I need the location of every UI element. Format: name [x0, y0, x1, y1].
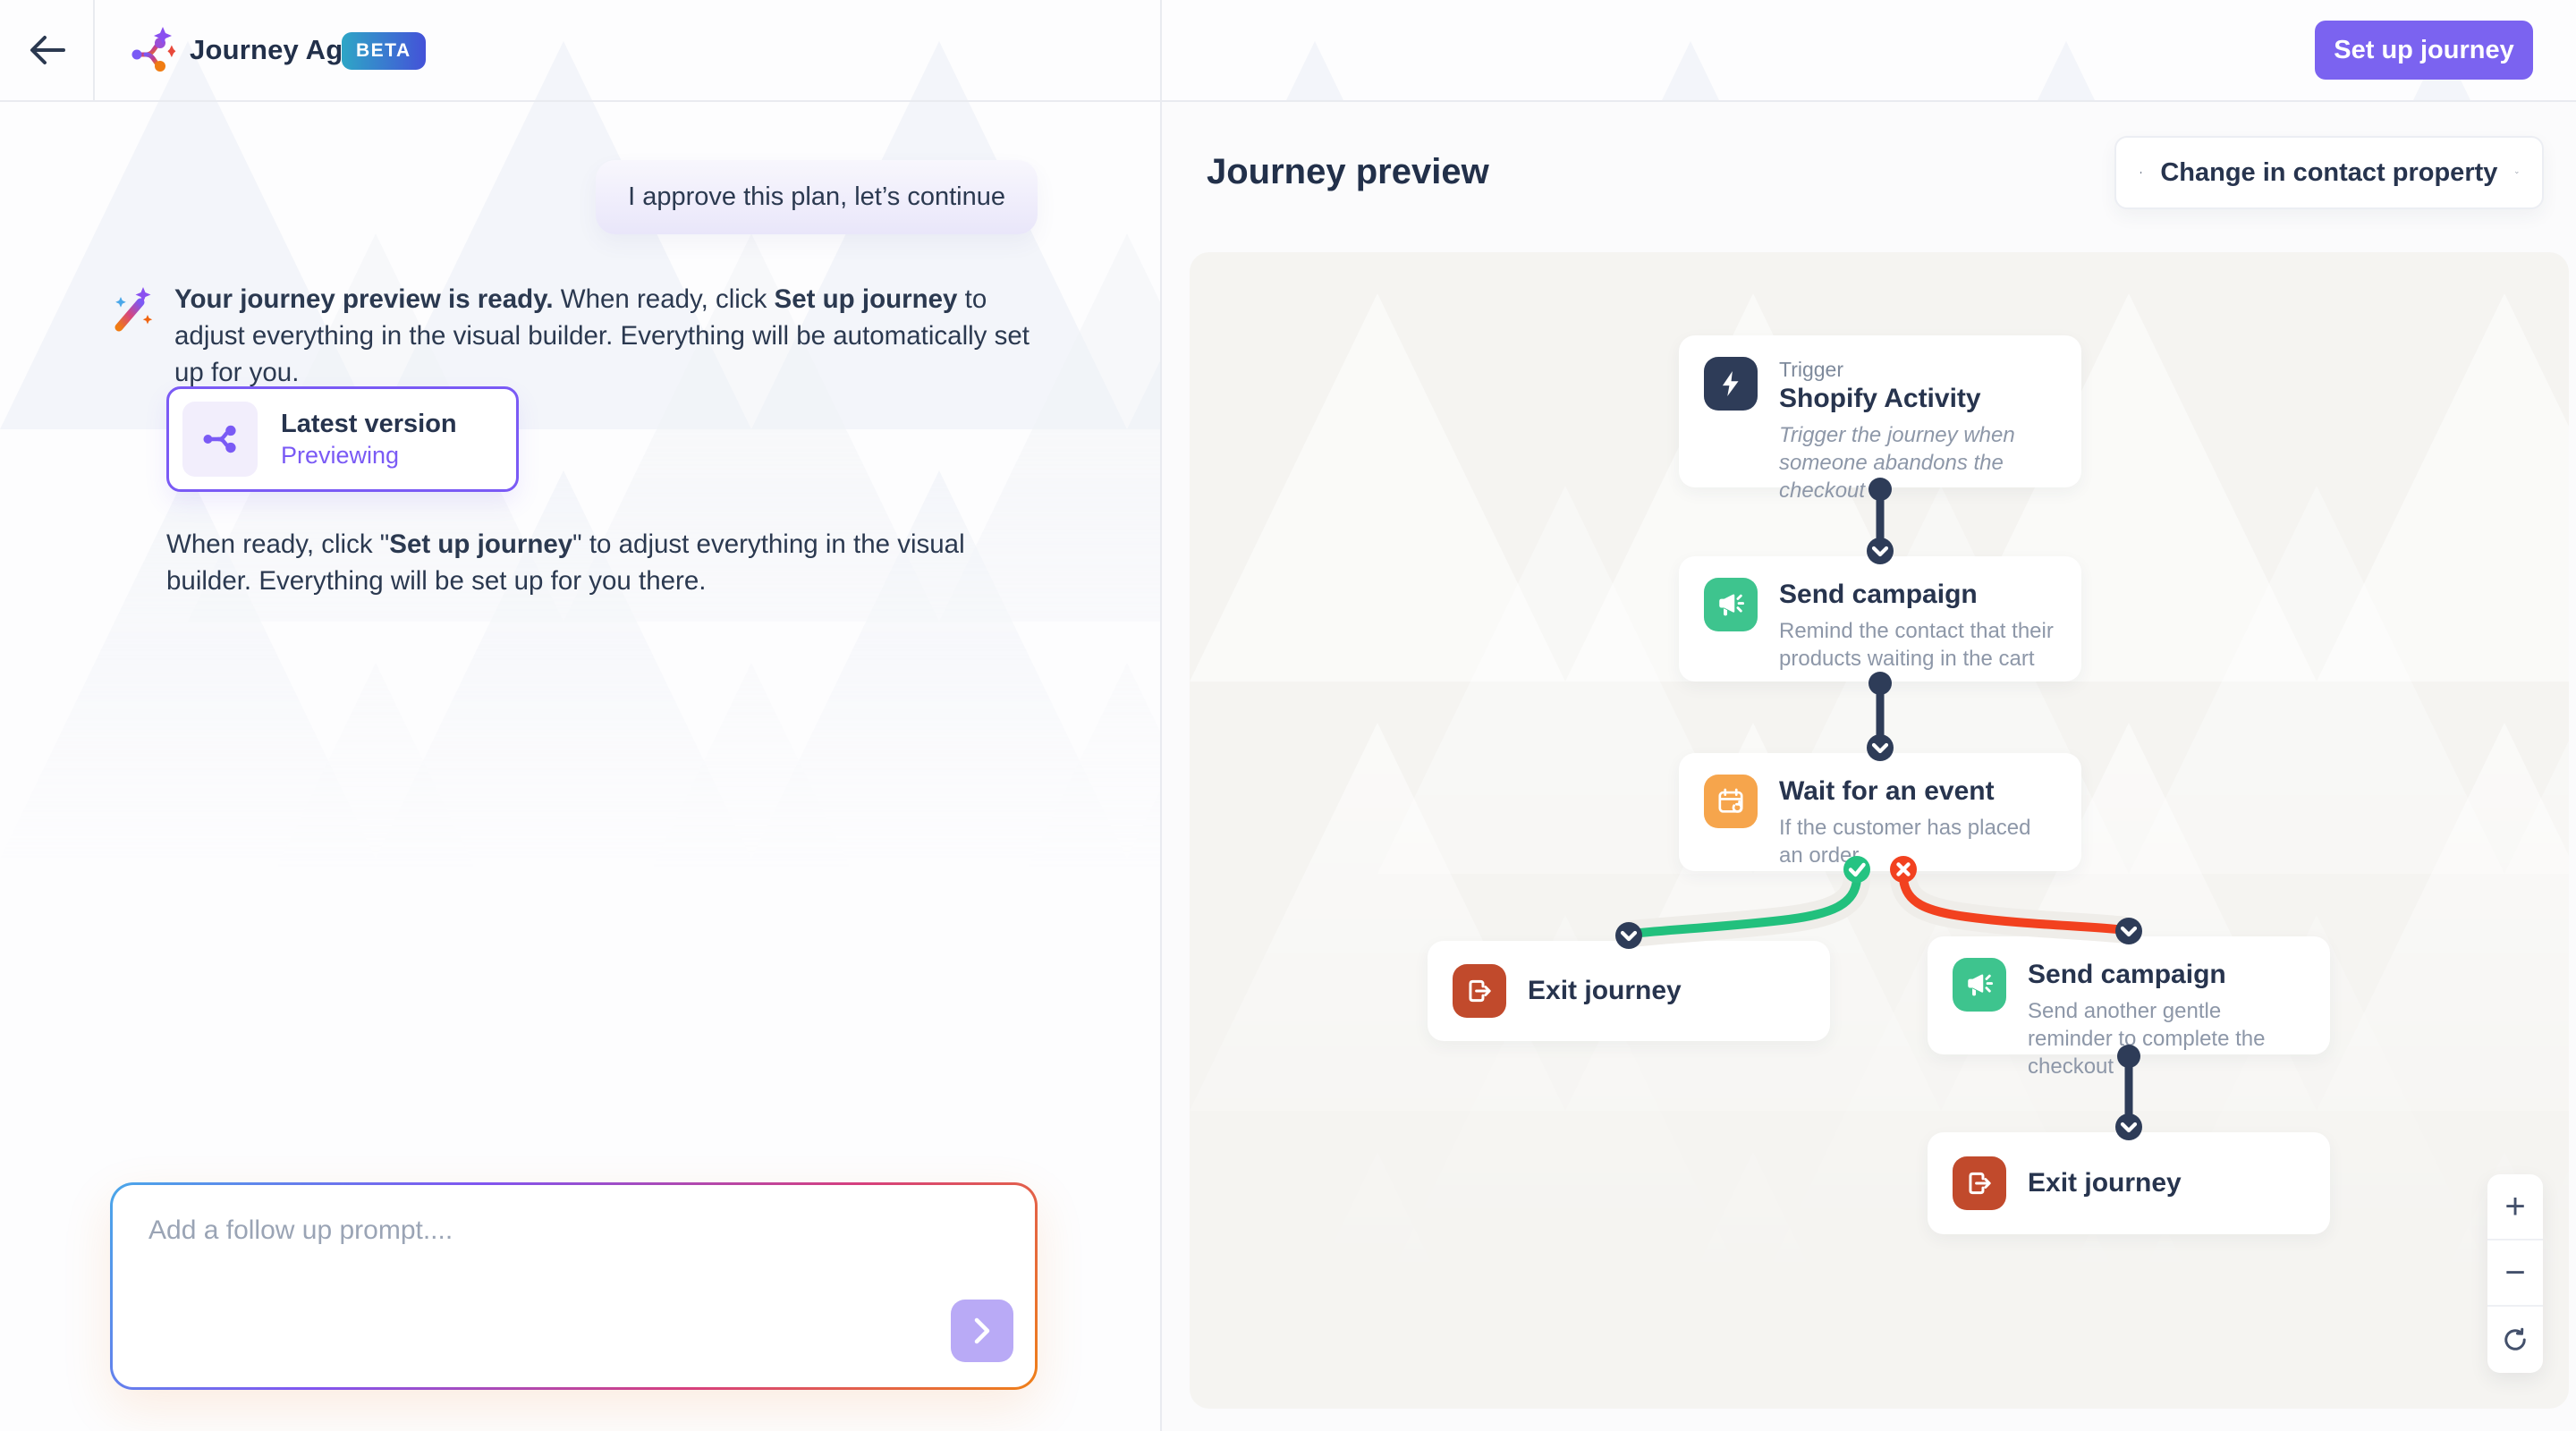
node-trigger-shopify-activity[interactable]: Trigger Shopify Activity Trigger the jou… — [1679, 335, 2081, 503]
node-kicker: Trigger — [1779, 358, 1843, 381]
node-description: If the customer has placed an order — [1779, 816, 2031, 868]
version-status: Previewing — [281, 442, 400, 469]
calendar-refresh-icon — [1704, 775, 1758, 828]
text-run: Your journey preview is ready. — [174, 284, 554, 314]
text-run: Set up journey — [389, 529, 573, 559]
node-title: Exit journey — [2028, 1168, 2182, 1198]
back-button[interactable] — [0, 0, 93, 100]
journey-branch-icon — [182, 402, 258, 477]
exit-icon — [1953, 1156, 2006, 1210]
chevron-down-icon — [2515, 171, 2519, 174]
send-prompt-button[interactable] — [951, 1300, 1013, 1362]
beta-badge: BETA — [342, 32, 426, 70]
node-title: Wait for an event — [1779, 776, 1995, 806]
assistant-message: Your journey preview is ready. When read… — [174, 281, 1046, 391]
node-exit-journey-left[interactable]: Exit journey — [1428, 941, 1830, 1041]
node-wait-for-event[interactable]: Wait for an event If the customer has pl… — [1679, 753, 2081, 871]
yes-branch-line — [1627, 875, 1861, 938]
node-exit-journey-bottom[interactable]: Exit journey — [1928, 1132, 2330, 1234]
node-description: Trigger the journey when someone abandon… — [1779, 423, 2015, 503]
assistant-message-row: Your journey preview is ready. When read… — [112, 281, 1046, 391]
zoom-in-button[interactable]: + — [2487, 1174, 2543, 1240]
latest-version-card[interactable]: Latest version Previewing — [166, 386, 519, 492]
no-branch-line — [1899, 875, 2131, 935]
magic-wand-icon — [114, 287, 153, 332]
text-run: Set up journey — [774, 284, 958, 314]
node-title: Send campaign — [1779, 580, 1978, 609]
header-rail-divider — [93, 0, 95, 100]
zoom-out-button[interactable]: − — [2487, 1240, 2543, 1307]
panel-divider — [1160, 0, 1162, 1431]
journey-canvas[interactable]: Trigger Shopify Activity Trigger the jou… — [1190, 252, 2569, 1409]
text-run: When ready, click " — [166, 529, 390, 559]
exit-icon — [1453, 964, 1506, 1018]
node-description: Remind the contact that their products w… — [1779, 619, 2054, 671]
node-send-campaign-1[interactable]: Send campaign Remind the contact that th… — [1679, 556, 2081, 682]
trigger-filter-label: Change in contact property — [2160, 157, 2498, 187]
canvas-zoom-toolbar: + − — [2487, 1174, 2543, 1373]
user-message-bubble: I approve this plan, let’s continue — [596, 160, 1038, 234]
text-run: When ready, click — [553, 284, 775, 314]
refresh-icon — [2504, 1327, 2526, 1351]
chevron-right-icon — [974, 1317, 990, 1344]
reset-view-button[interactable] — [2487, 1307, 2543, 1373]
followup-message: When ready, click "Set up journey" to ad… — [166, 526, 1052, 599]
node-title: Send campaign — [2028, 960, 2226, 989]
node-send-campaign-2[interactable]: Send campaign Send another gentle remind… — [1928, 936, 2330, 1079]
megaphone-icon — [1953, 958, 2006, 1012]
journey-agent-logo-icon — [131, 27, 176, 72]
node-description: Send another gentle reminder to complete… — [2028, 999, 2266, 1079]
lightning-bolt-icon — [2140, 171, 2142, 174]
node-title: Shopify Activity — [1779, 384, 1981, 413]
prompt-input-card — [110, 1182, 1038, 1390]
lightning-bolt-icon — [1704, 357, 1758, 411]
node-title: Exit journey — [1528, 976, 1682, 1005]
prompt-inner — [113, 1185, 1035, 1387]
version-title: Latest version — [281, 410, 457, 438]
followup-prompt-input[interactable] — [113, 1185, 1035, 1387]
set-up-journey-button[interactable]: Set up journey — [2315, 21, 2533, 80]
trigger-filter-dropdown[interactable]: Change in contact property — [2114, 136, 2544, 209]
top-header: Journey Agent BETA Set up journey — [0, 0, 2576, 102]
arrow-left-icon — [30, 36, 65, 64]
preview-heading: Journey preview — [1207, 152, 1489, 191]
megaphone-icon — [1704, 578, 1758, 631]
